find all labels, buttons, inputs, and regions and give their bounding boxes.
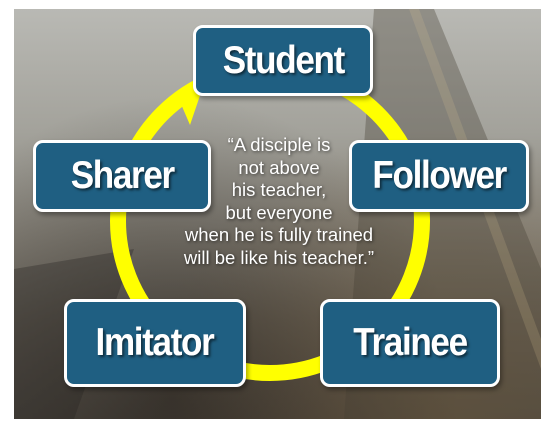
imitator-box: Imitator [64,299,246,387]
quote-line: but everyone [225,201,333,223]
student-label: Student [222,38,345,82]
sharer-box: Sharer [33,140,211,212]
quote-line: not above [238,156,320,178]
quote-line: when he is fully trained [184,224,374,245]
quote-text: “A disciple is not above his teacher, bu… [164,134,394,269]
trainee-label: Trainee [353,321,468,364]
quote-line: his teacher, [231,179,327,200]
slide: Student Follower Trainee Imitator Sharer… [14,9,541,419]
student-box: Student [193,25,373,96]
imitator-label: Imitator [96,321,215,364]
follower-box: Follower [349,140,529,212]
follower-label: Follower [372,154,507,197]
quote-line: “A disciple is [227,134,331,155]
quote-line: will be like his teacher.” [183,246,375,268]
sharer-label: Sharer [70,154,174,197]
trainee-box: Trainee [320,299,500,387]
